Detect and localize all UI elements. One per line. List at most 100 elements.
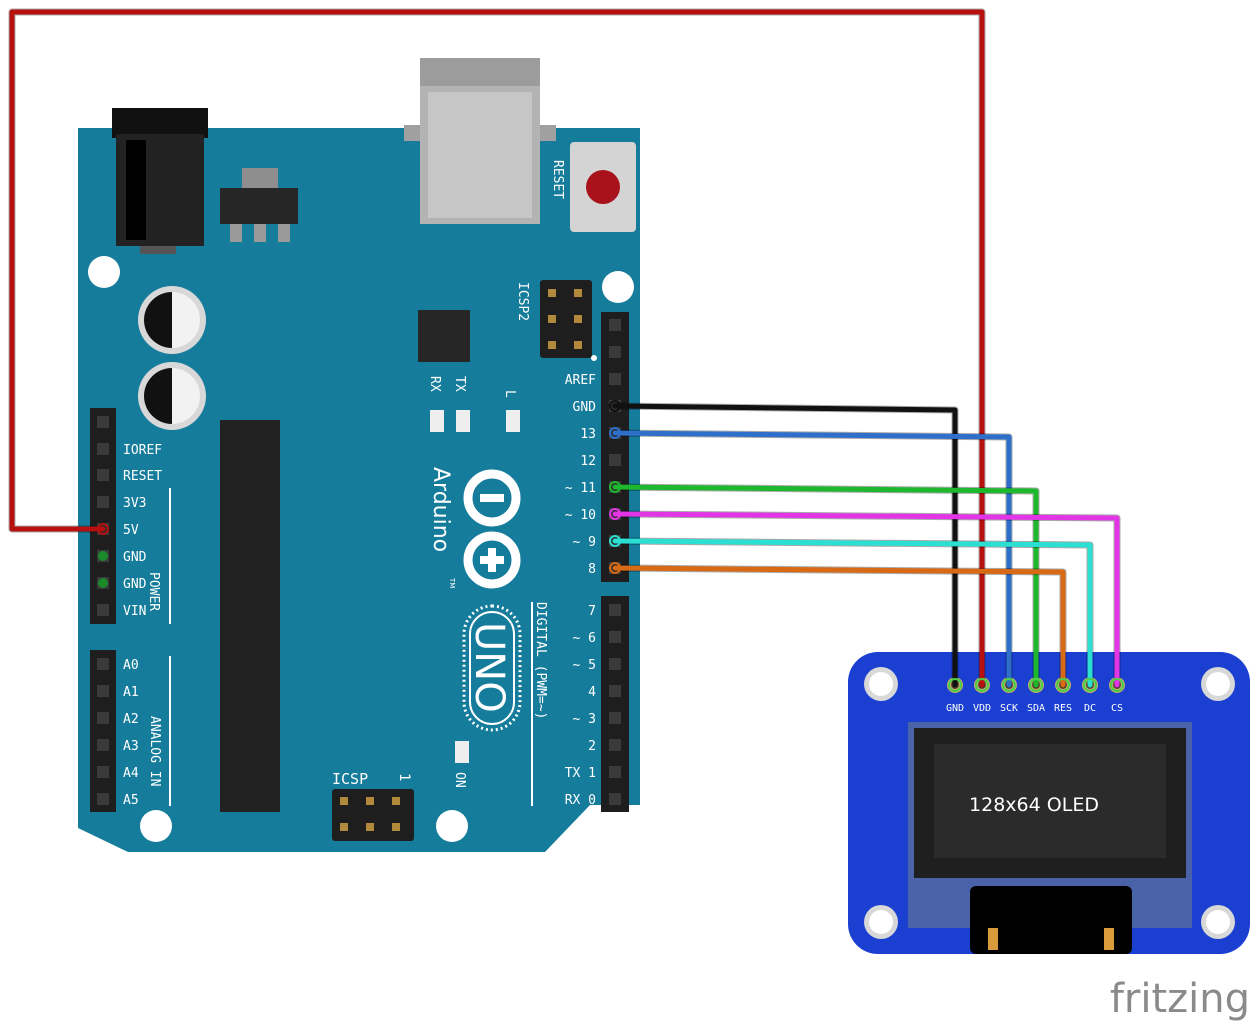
oled-pin-label: RES (1054, 703, 1072, 714)
header-pin[interactable] (97, 658, 109, 670)
uno-wordmark: UNO (466, 622, 512, 713)
oled-pin-label: DC (1084, 703, 1096, 714)
wire-8-to-res[interactable] (612, 565, 1066, 688)
digital-pin-label: ~ 11 (565, 481, 596, 496)
led-tx-label: TX (452, 376, 467, 392)
wire-end (609, 427, 621, 439)
digital-pin-label: 8 (588, 562, 596, 577)
digital-pin-label: ~ 5 (573, 658, 596, 673)
atmega-chip (220, 420, 280, 812)
digital-pin-label: ~ 10 (565, 508, 596, 523)
header-pin[interactable] (609, 373, 621, 385)
wire-gnd-to-gnd[interactable] (612, 403, 958, 688)
regulator-tab (242, 168, 278, 188)
header-pin[interactable] (609, 793, 621, 805)
mounting-hole (602, 271, 634, 303)
header-pin[interactable] (609, 631, 621, 643)
wire-end (97, 523, 109, 535)
wire-5v-to-vdd[interactable] (9, 9, 985, 688)
power-header (90, 408, 116, 624)
header-pin[interactable] (97, 443, 109, 455)
header-pin[interactable] (609, 739, 621, 751)
header-pin[interactable] (97, 685, 109, 697)
header-pin[interactable] (97, 416, 109, 428)
wire-9-to-dc[interactable] (612, 538, 1093, 688)
wire-10-to-cs[interactable] (612, 511, 1120, 688)
analog-caption: ANALOG IN (147, 716, 162, 786)
analog-header (90, 650, 116, 812)
arduino-logo: Arduino TM (428, 467, 521, 589)
wire-end (1083, 678, 1097, 692)
digital-pin-label: ~ 3 (573, 712, 596, 727)
header-pin[interactable] (609, 685, 621, 697)
mounting-hole (140, 810, 172, 842)
header-pin[interactable] (97, 739, 109, 751)
oled-pin-label: SCK (1000, 703, 1018, 714)
wire-end (1110, 678, 1124, 692)
header-pin[interactable] (97, 469, 109, 481)
wire-end (975, 678, 989, 692)
led-l (506, 410, 520, 432)
led-l-label: L (502, 390, 517, 398)
wire-end (1056, 678, 1070, 692)
header-pin[interactable] (609, 766, 621, 778)
power-pin-label: GND (123, 550, 147, 565)
capacitor (138, 362, 206, 430)
reset-button-cap[interactable] (586, 170, 620, 204)
digital-pin-label: GND (573, 400, 597, 415)
power-pin-label: IOREF (123, 443, 162, 458)
header-pin[interactable] (97, 766, 109, 778)
digital-pin-label: ~ 6 (573, 631, 596, 646)
mounting-hole (436, 810, 468, 842)
digital-pin-label: AREF (565, 373, 596, 388)
header-pin[interactable] (609, 454, 621, 466)
usb-chip (418, 310, 470, 362)
wire-end (609, 535, 621, 547)
oled-pin-label: GND (946, 703, 964, 714)
icsp2-label: ICSP2 (515, 282, 530, 321)
analog-pin-label: A3 (123, 739, 139, 754)
header-pin[interactable] (97, 712, 109, 724)
digital-caption: DIGITAL (PWM=~) (533, 602, 548, 719)
header-pin[interactable] (609, 604, 621, 616)
analog-pin-label: A2 (123, 712, 139, 727)
connected-pin (98, 578, 108, 588)
header-pin[interactable] (609, 319, 621, 331)
analog-pin-label: A0 (123, 658, 139, 673)
connected-pin (98, 551, 108, 561)
wire-end (609, 400, 621, 412)
digital-header-bottom (601, 596, 629, 812)
uno-badge (462, 604, 522, 732)
digital-pin-label: 12 (580, 454, 596, 469)
power-pin-label: 5V (123, 523, 139, 538)
digital-pin-label: RX 0 (565, 793, 596, 808)
icsp-pin1-label: 1 (396, 773, 412, 781)
oled-screen-text: 128x64 OLED (969, 794, 1099, 816)
header-pin[interactable] (609, 658, 621, 670)
led-tx (456, 410, 470, 432)
wire-end (1029, 678, 1043, 692)
oled-pin-label: VDD (973, 703, 991, 714)
wire-13-to-sck[interactable] (612, 430, 1012, 688)
header-pin[interactable] (97, 604, 109, 616)
analog-pin-label: A5 (123, 793, 139, 808)
header-pin[interactable] (97, 496, 109, 508)
reset-label: RESET (550, 160, 565, 199)
led-rx (430, 410, 444, 432)
power-pin-label: VIN (123, 604, 146, 619)
wire-end (609, 481, 621, 493)
power-pin-label: 3V3 (123, 496, 146, 511)
svg-text:TM: TM (448, 577, 456, 588)
header-pin[interactable] (97, 793, 109, 805)
icsp-header (332, 789, 414, 841)
wire-11-to-sda[interactable] (612, 484, 1039, 688)
header-pin[interactable] (609, 712, 621, 724)
capacitor (138, 286, 206, 354)
digital-pin-label: ~ 9 (573, 535, 596, 550)
power-pin-label: GND (123, 577, 147, 592)
dc-jack-top (112, 108, 208, 138)
wires (8, 8, 1121, 689)
wire-end (1002, 678, 1016, 692)
header-pin[interactable] (609, 346, 621, 358)
